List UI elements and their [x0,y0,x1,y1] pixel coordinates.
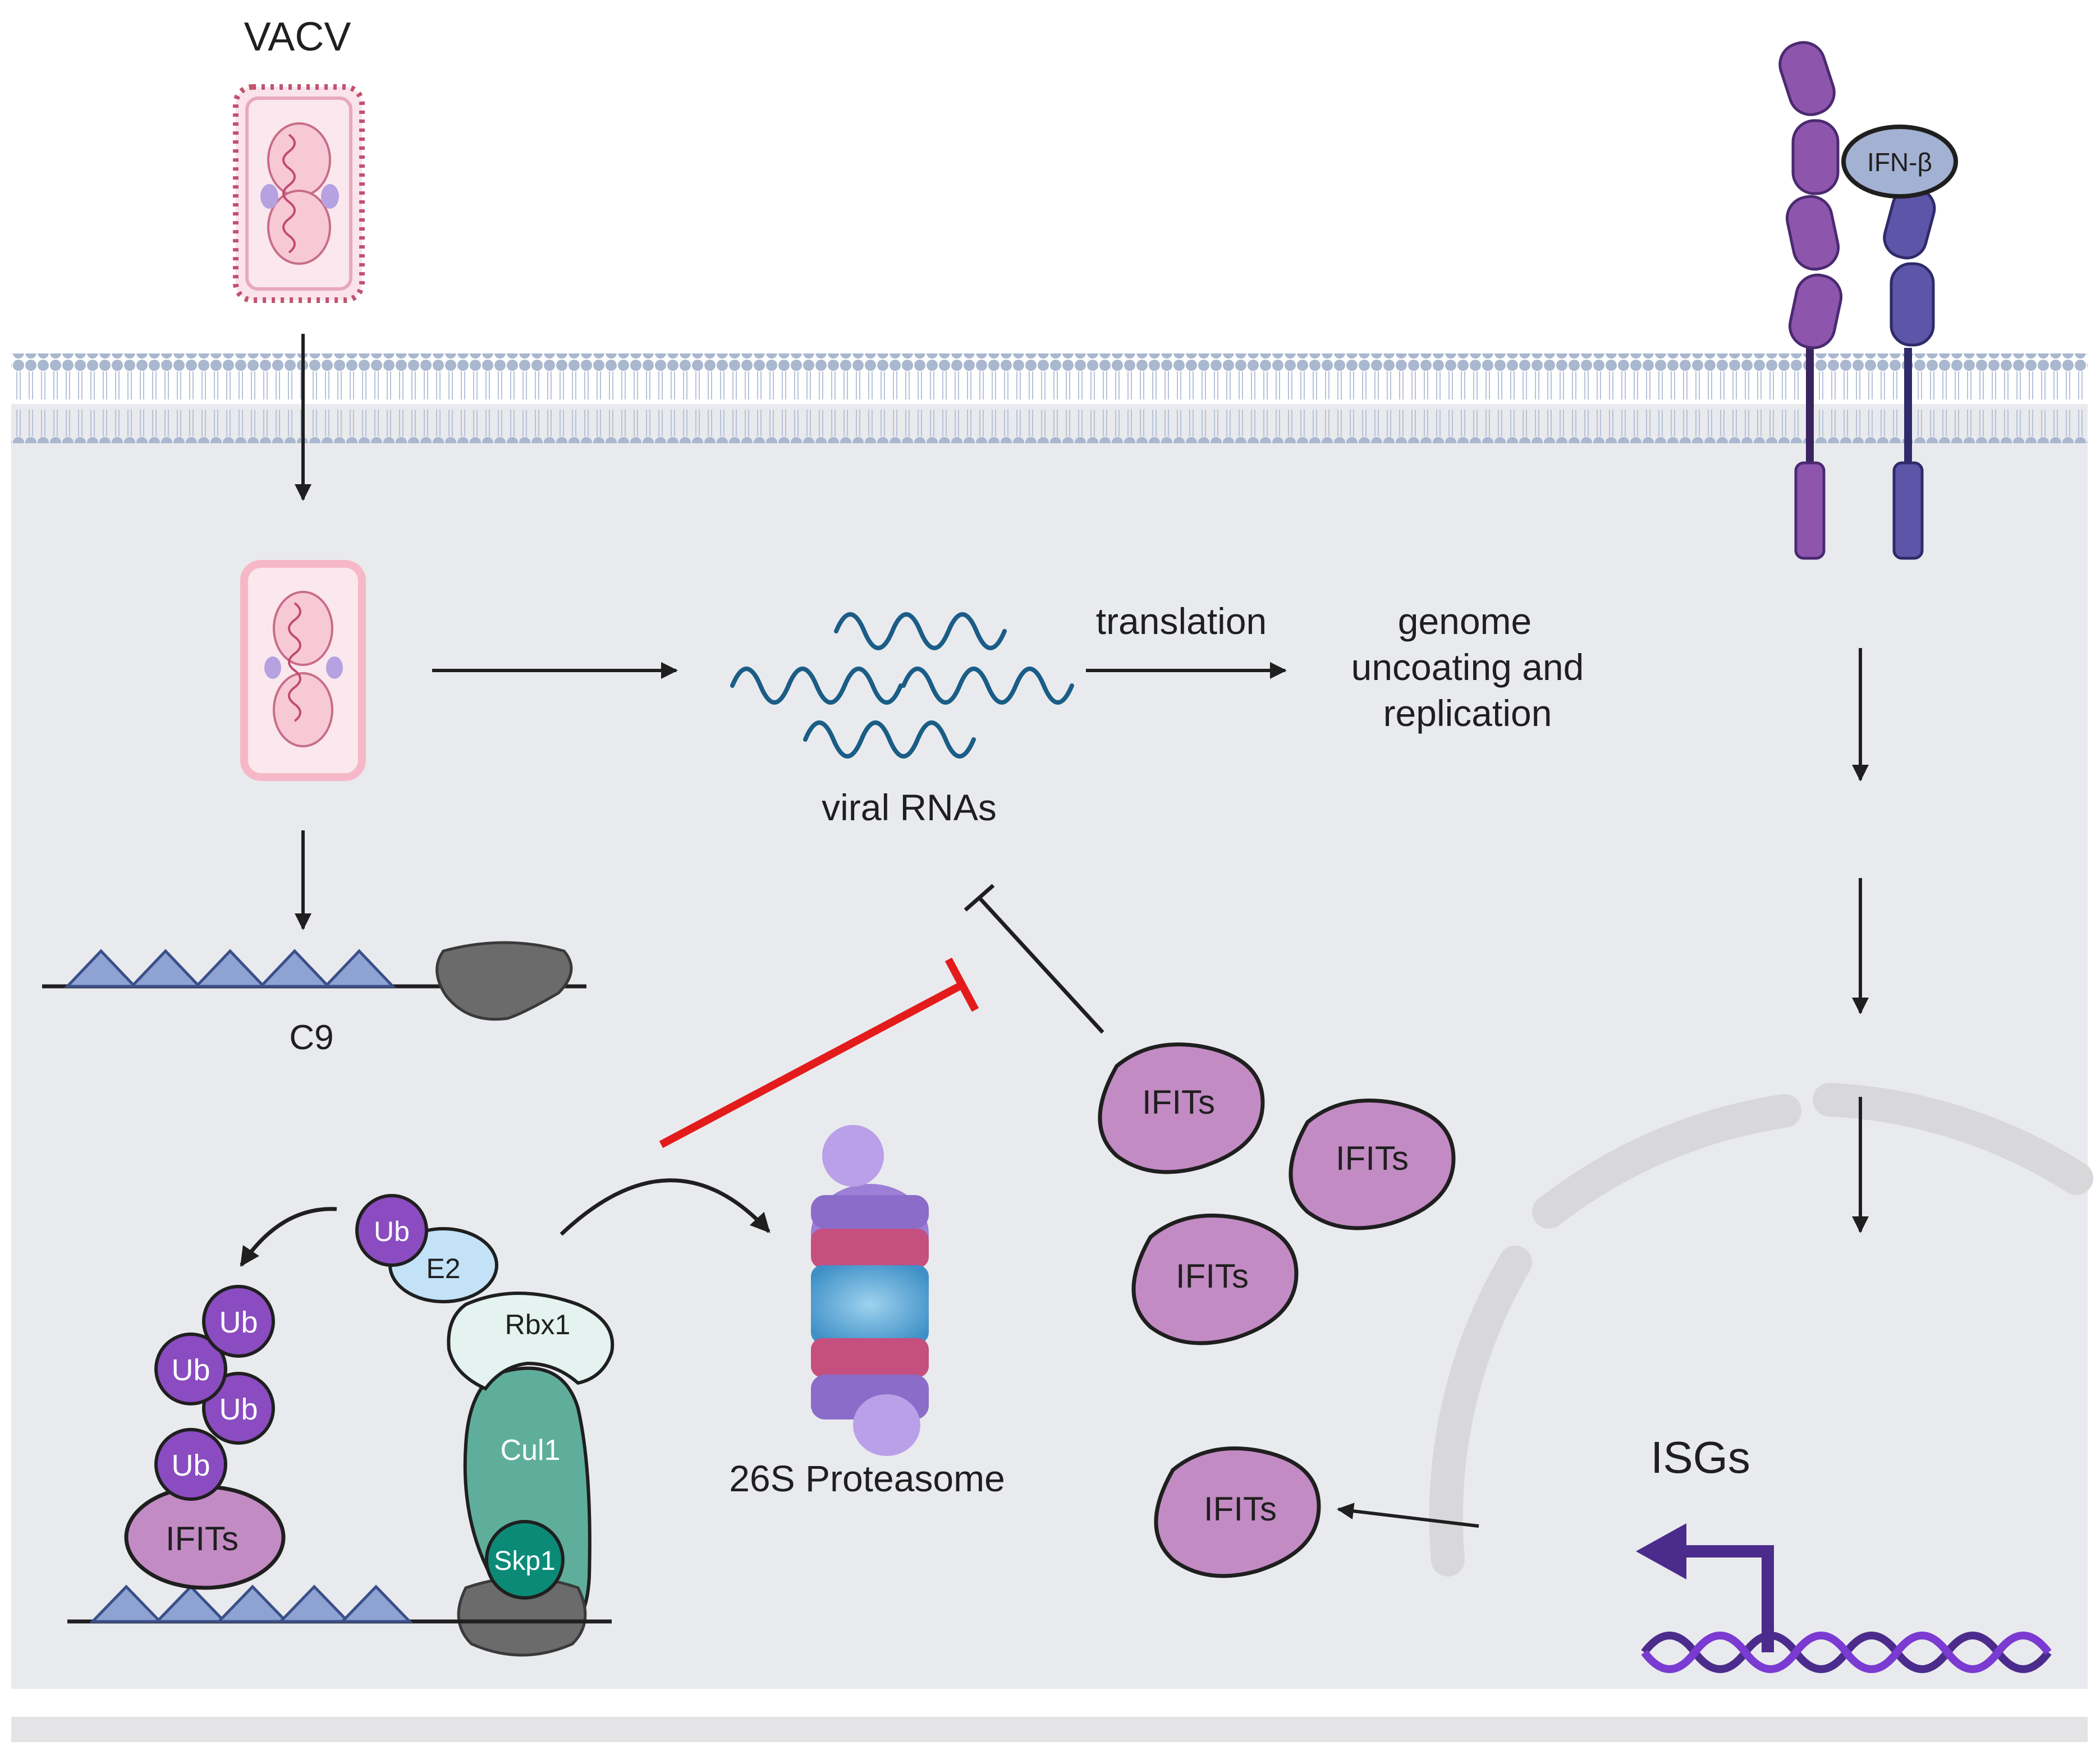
rna-wave-icon [730,612,1074,759]
ub-label-2: Ub [219,1393,258,1426]
ub-chain-icon-3 [154,1333,227,1405]
bottom-strip [11,1717,2088,1742]
arrow-ubiquitin-transfer [240,1207,337,1267]
ifits-label-expressed: IFITs [1204,1490,1277,1528]
scf-complex [355,1194,615,1657]
plasma-membrane [11,353,2088,443]
dna-helix-icon [1641,1632,2052,1673]
ifit-blob-c [1131,1214,1299,1345]
ub-label-3: Ub [171,1353,210,1387]
rbx1-label: Rbx1 [505,1309,571,1340]
proteasome-label: 26S Proteasome [729,1458,1005,1499]
ifits-label-b: IFITs [1336,1140,1409,1177]
ub-label-1: Ub [171,1449,210,1482]
vacv-label: VACV [244,15,351,59]
ub-chain-icon-1 [154,1428,227,1501]
genome-label-line2: uncoating and [1351,646,1584,688]
e2-label: E2 [426,1253,460,1284]
virion-icon [233,84,365,303]
ribosome-icon [435,941,573,1021]
skp1-icon [485,1520,565,1600]
ifits-label-c: IFITs [1176,1257,1249,1295]
ifit-blob-b [1289,1099,1456,1230]
c9-gene [42,941,586,1021]
ub-on-e2-icon [355,1194,428,1267]
promoter-arrow-icon [1681,1545,1774,1652]
red-inhibition-bar [659,957,979,1148]
nucleus-outline-icon [1429,1083,2093,1577]
ifits-label-ubiquitinated: IFITs [166,1520,239,1558]
rbx1-icon [447,1292,615,1391]
genome-label-line1: genome [1398,600,1532,642]
c9-label: C9 [289,1018,333,1057]
isgs-label: ISGs [1650,1432,1750,1482]
ub-label-e2: Ub [374,1216,410,1247]
arrow-isg-expression [1337,1503,1479,1528]
ub-label-4: Ub [219,1306,258,1339]
proteasome-icon [811,1125,929,1456]
ifit-inhibition-of-rna [964,884,1104,1034]
ub-chain-icon-2 [202,1372,275,1445]
ifn-beta-ligand [1841,125,1958,199]
ifit-blob-a [1098,1042,1265,1174]
cul1-label: Cul1 [501,1434,561,1467]
ifits-label-a: IFITs [1142,1083,1215,1121]
viral-rnas-label: viral RNAs [822,787,997,828]
uncoated-virion-icon [240,560,366,781]
ifn-beta-label: IFN-β [1867,148,1932,177]
arrow-to-proteasome [560,1178,771,1236]
receptor-icon [1778,41,1958,560]
translation-label: translation [1096,600,1267,642]
skp1-label: Skp1 [494,1546,555,1576]
ubiquitinated-ifit-substrate [67,1285,612,1624]
genome-label-line3: replication [1383,692,1552,734]
ifit-blob-expressed [1154,1446,1321,1578]
ub-chain-icon-4 [202,1285,275,1358]
